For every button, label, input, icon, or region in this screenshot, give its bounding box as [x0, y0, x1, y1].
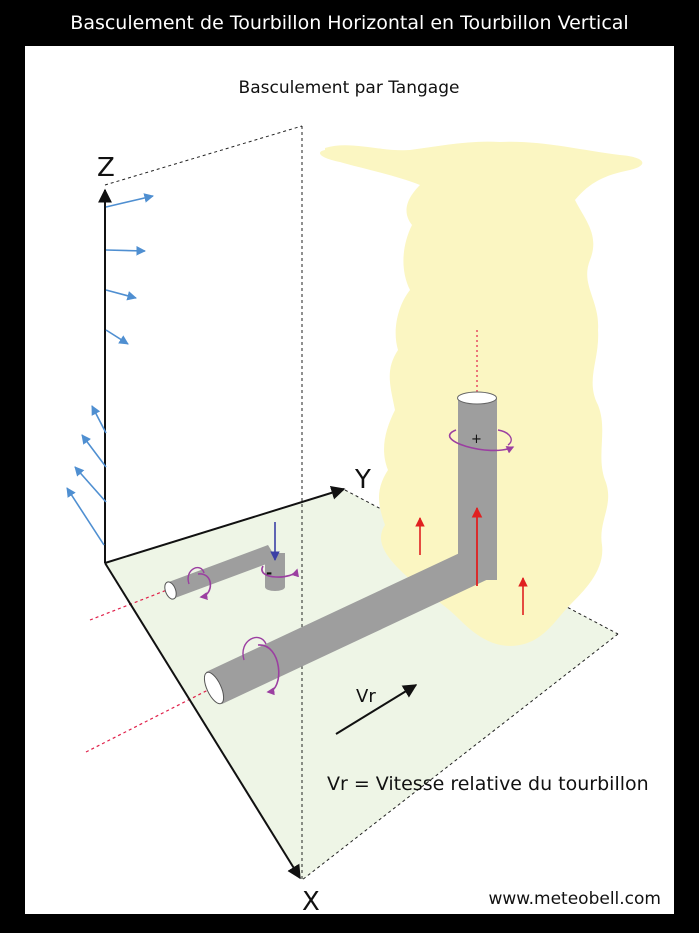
- y-axis-label: Y: [354, 465, 371, 495]
- negative-sign: -: [266, 564, 272, 582]
- front-vortex-extension: [85, 687, 213, 753]
- shear-arrow: [105, 193, 154, 208]
- shear-arrow: [66, 487, 105, 546]
- back-vortex-rotation-icon: [197, 573, 212, 600]
- vertical-vortex-rotation-icon: [497, 429, 512, 446]
- back-vortex-downturn: [265, 553, 285, 587]
- shear-arrow: [91, 405, 107, 434]
- downdraft-rotation-icon: [261, 565, 299, 578]
- x-axis: [104, 562, 301, 880]
- wind-shear-arrows: [66, 193, 154, 546]
- vertical-vortex-rotation-icon: [448, 429, 515, 454]
- back-vortex-tube: -: [164, 522, 299, 600]
- website-credit: www.meteobell.com: [488, 889, 661, 909]
- main-vortex-rotation-icon: [242, 636, 267, 661]
- main-vortex-rotation-icon: [257, 644, 280, 696]
- relative-velocity-definition: Vr = Vitesse relative du tourbillon: [327, 773, 649, 795]
- main-vortex-body: [206, 543, 497, 704]
- relative-velocity-arrow: [335, 684, 418, 735]
- shear-arrow: [74, 466, 107, 503]
- positive-sign: +: [471, 432, 482, 447]
- y-axis: [104, 486, 346, 564]
- z-axis-label: Z: [97, 153, 115, 183]
- shear-arrow: [105, 329, 129, 345]
- vertical-vortex-top: [457, 391, 497, 405]
- shear-arrow: [81, 434, 107, 468]
- main-vortex-opening: [203, 671, 225, 705]
- ground-plane-right-edge: [301, 633, 619, 881]
- main-vortex-tube: +: [203, 391, 515, 705]
- vertical-plane-top-edge: [104, 125, 303, 186]
- shear-arrow: [105, 245, 146, 256]
- diagram-title: Basculement de Tourbillon Horizontal en …: [70, 12, 629, 34]
- back-vortex-body: [166, 545, 277, 598]
- back-vortex-rotation-icon: [187, 566, 205, 585]
- diagram-subtitle: Basculement par Tangage: [239, 78, 460, 98]
- x-axis-label: X: [302, 887, 320, 917]
- back-vortex-end: [265, 583, 285, 591]
- relative-velocity-symbol: Vr: [356, 686, 376, 707]
- back-vortex-opening: [164, 581, 177, 600]
- shear-arrow: [105, 289, 137, 301]
